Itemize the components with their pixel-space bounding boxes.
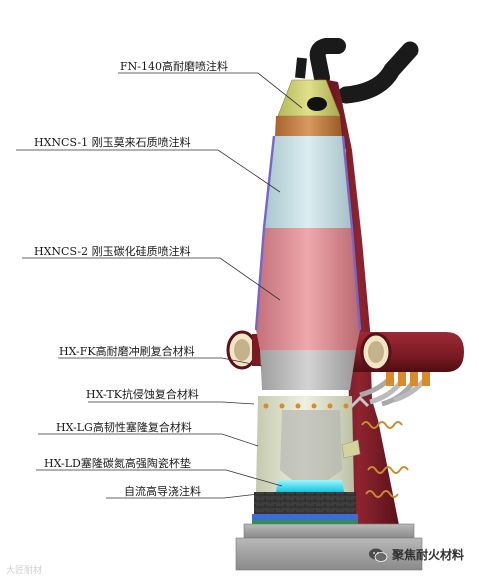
leader-hxncs1 [16,149,281,193]
watermark-left: 大匠耐材 [6,566,43,576]
label-hxtk: HX-TK抗侵蚀复合材料 [86,388,199,401]
leader-zlgd [106,493,259,499]
watermark-right-text: 聚焦耐火材料 [392,548,465,562]
label-zlgd: 自流高导浇注料 [124,485,201,498]
label-hxncs2: HXNCS-2 刚玉碳化硅质喷注料 [34,245,191,258]
label-hxlg: HX-LG高韧性塞隆复合材料 [56,421,192,434]
leader-hxlg [38,433,259,447]
refractory-lining [252,79,361,524]
leader-hxfk [58,357,263,367]
watermark-right: 聚焦耐火材料 [368,546,464,563]
tuyere-stocks [348,372,430,410]
bustle-pipe [352,332,464,372]
leader-hxtk [88,401,255,405]
leader-fn140 [118,72,303,109]
label-hxncs1: HXNCS-1 刚玉莫来石质喷注料 [34,136,191,149]
wechat-icon [369,548,388,562]
label-hxfk: HX-FK高耐磨冲刷复合材料 [59,345,195,358]
lining-edge [254,135,362,331]
label-hxld: HX-LD塞隆碳氮高强陶瓷杯垫 [44,457,191,470]
foundation [235,523,423,571]
leader-hxncs2 [22,257,281,301]
leader-hxld [36,469,283,487]
label-fn140: FN-140高耐磨喷注料 [120,60,228,73]
offgas-pipes [295,38,419,104]
leader-lines [16,72,303,499]
cooling-coils [361,421,409,498]
